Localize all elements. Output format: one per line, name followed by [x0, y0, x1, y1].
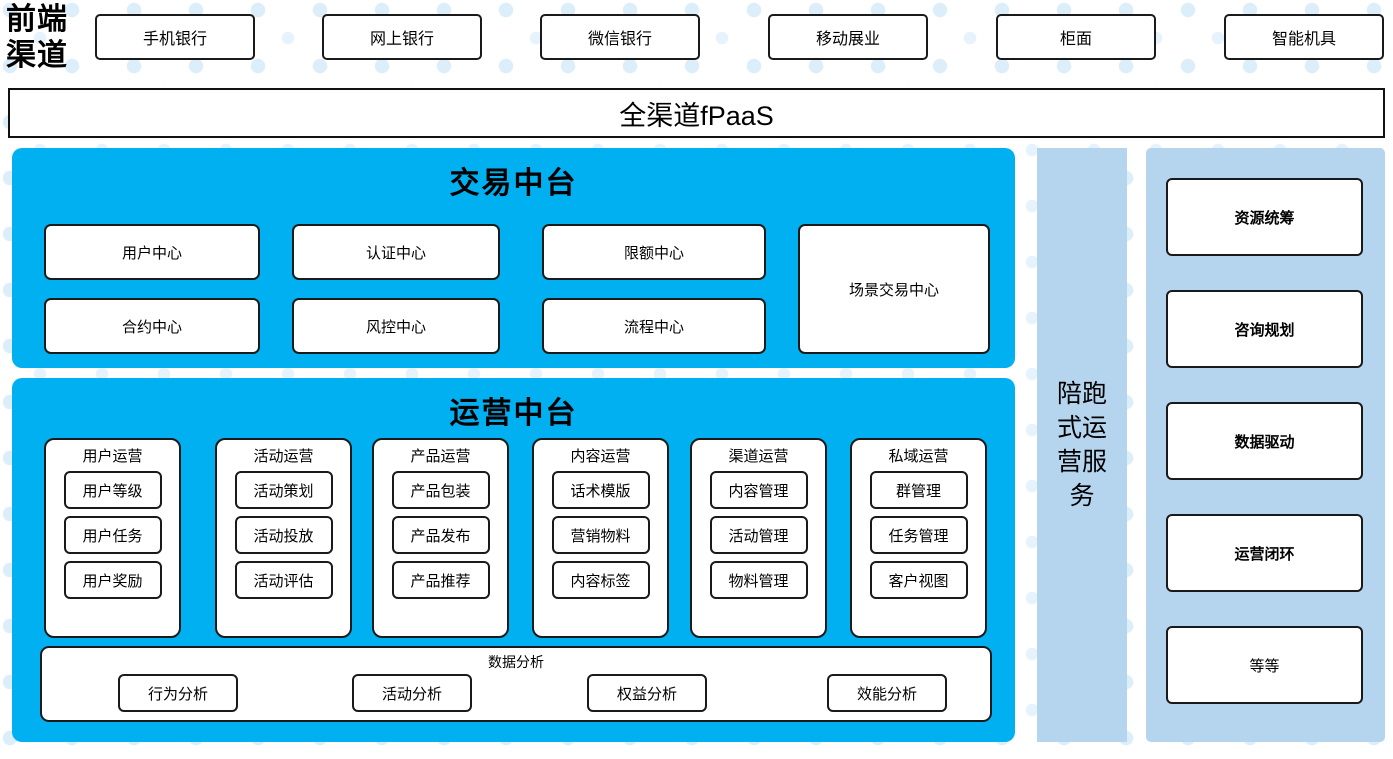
trade-box-risk-center[interactable]: 风控中心: [292, 298, 500, 354]
trade-box-auth-center[interactable]: 认证中心: [292, 224, 500, 280]
capability-item-etc[interactable]: 等等: [1166, 626, 1363, 704]
ops-column-title: 活动运营: [253, 448, 314, 465]
channel-box-mobile-biz[interactable]: 移动展业: [768, 14, 928, 60]
data-analysis-title: 数据分析: [488, 654, 544, 670]
data-item-campaign-analysis[interactable]: 活动分析: [352, 674, 472, 712]
omnichannel-fpaas-bar[interactable]: 全渠道fPaaS: [8, 88, 1385, 138]
accompanying-operation-service-column: 陪跑 式运 营服 务: [1037, 148, 1127, 742]
ops-item-content-tag[interactable]: 内容标签: [551, 561, 650, 599]
ops-item-campaign-management[interactable]: 活动管理: [709, 516, 808, 554]
trade-box-limit-center[interactable]: 限额中心: [542, 224, 766, 280]
channel-label-line-1: 前端: [6, 3, 68, 36]
ops-column-title: 用户运营: [82, 448, 143, 465]
service-label-line-1: 陪跑: [1056, 380, 1107, 408]
ops-column-private-domain-operations: 私域运营 群管理 任务管理 客户视图: [850, 438, 987, 638]
ops-item-group-management[interactable]: 群管理: [869, 471, 968, 509]
channel-box-smart-machine[interactable]: 智能机具: [1224, 14, 1384, 60]
ops-column-title: 产品运营: [410, 448, 471, 465]
trade-box-user-center[interactable]: 用户中心: [44, 224, 260, 280]
channel-box-mobile-bank[interactable]: 手机银行: [95, 14, 255, 60]
capability-item-operation-closed-loop[interactable]: 运营闭环: [1166, 514, 1363, 592]
ops-item-customer-view[interactable]: 客户视图: [869, 561, 968, 599]
front-end-channel-label: 前端 渠道: [6, 2, 88, 74]
data-analysis-band: 数据分析 行为分析 活动分析 权益分析 效能分析: [40, 646, 992, 722]
capability-item-consulting-planning[interactable]: 咨询规划: [1166, 290, 1363, 368]
data-item-efficiency-analysis[interactable]: 效能分析: [827, 674, 947, 712]
trade-platform-panel: 交易中台 用户中心 认证中心 限额中心 合约中心 风控中心 流程中心 场景交易中…: [12, 148, 1015, 368]
service-label-line-2: 式运: [1056, 414, 1107, 442]
capability-item-resource-coordination[interactable]: 资源统筹: [1166, 178, 1363, 256]
trade-box-process-center[interactable]: 流程中心: [542, 298, 766, 354]
ops-column-channel-operations: 渠道运营 内容管理 活动管理 物料管理: [690, 438, 827, 638]
ops-column-title: 渠道运营: [728, 448, 789, 465]
ops-item-user-level[interactable]: 用户等级: [63, 471, 162, 509]
ops-platform-panel: 运营中台 用户运营 用户等级 用户任务 用户奖励 活动运营 活动策划 活动投放 …: [12, 378, 1015, 742]
service-label-line-4: 务: [1069, 482, 1095, 510]
ops-item-content-management[interactable]: 内容管理: [709, 471, 808, 509]
ops-item-campaign-evaluation[interactable]: 活动评估: [234, 561, 333, 599]
ops-platform-title: 运营中台: [449, 397, 578, 430]
ops-column-content-operations: 内容运营 话术模版 营销物料 内容标签: [532, 438, 669, 638]
ops-item-material-management[interactable]: 物料管理: [709, 561, 808, 599]
ops-item-product-packaging[interactable]: 产品包装: [391, 471, 490, 509]
trade-platform-title: 交易中台: [449, 167, 578, 200]
trade-box-scene-transaction-center[interactable]: 场景交易中心: [798, 224, 990, 354]
ops-column-user-operations: 用户运营 用户等级 用户任务 用户奖励: [44, 438, 181, 638]
channel-box-online-bank[interactable]: 网上银行: [322, 14, 482, 60]
capability-column: 资源统筹 咨询规划 数据驱动 运营闭环 等等: [1146, 148, 1385, 742]
ops-column-title: 内容运营: [570, 448, 631, 465]
front-end-channel-row: 前端 渠道 手机银行 网上银行 微信银行 移动展业 柜面 智能机具: [0, 0, 1393, 84]
ops-item-task-management[interactable]: 任务管理: [869, 516, 968, 554]
ops-item-marketing-material[interactable]: 营销物料: [551, 516, 650, 554]
ops-item-script-template[interactable]: 话术模版: [551, 471, 650, 509]
service-label-line-3: 营服: [1056, 448, 1107, 476]
ops-column-campaign-operations: 活动运营 活动策划 活动投放 活动评估: [215, 438, 352, 638]
ops-column-product-operations: 产品运营 产品包装 产品发布 产品推荐: [372, 438, 509, 638]
ops-item-user-reward[interactable]: 用户奖励: [63, 561, 162, 599]
channel-label-line-2: 渠道: [6, 39, 68, 72]
ops-column-title: 私域运营: [888, 448, 949, 465]
data-item-behavior-analysis[interactable]: 行为分析: [118, 674, 238, 712]
capability-item-data-driven[interactable]: 数据驱动: [1166, 402, 1363, 480]
ops-item-user-task[interactable]: 用户任务: [63, 516, 162, 554]
channel-box-counter[interactable]: 柜面: [996, 14, 1156, 60]
trade-box-contract-center[interactable]: 合约中心: [44, 298, 260, 354]
channel-box-wechat-bank[interactable]: 微信银行: [540, 14, 700, 60]
service-column-label: 陪跑 式运 营服 务: [1052, 377, 1112, 513]
data-item-benefit-analysis[interactable]: 权益分析: [587, 674, 707, 712]
ops-item-product-recommendation[interactable]: 产品推荐: [391, 561, 490, 599]
ops-item-campaign-delivery[interactable]: 活动投放: [234, 516, 333, 554]
ops-item-campaign-planning[interactable]: 活动策划: [234, 471, 333, 509]
ops-item-product-release[interactable]: 产品发布: [391, 516, 490, 554]
